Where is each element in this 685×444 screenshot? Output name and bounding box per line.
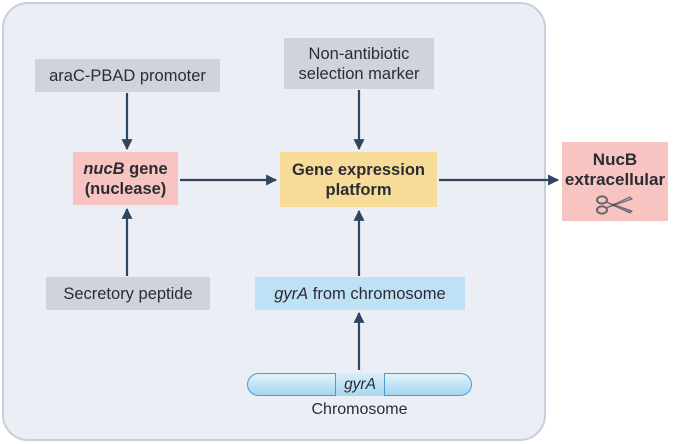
nucb-gene-name: nucB [83,159,125,178]
platform-line1: Gene expression [292,160,425,179]
nucb-gene-line1: nucB gene [83,159,167,179]
gyra-chromosome-segment: gyrA [335,373,385,396]
output-line2: extracellular [564,170,666,189]
chromosome-label: Chromosome [311,401,408,418]
promoter-box: araC-PBAD promoter [35,59,220,92]
selection-marker-line2: selection marker [298,64,420,83]
gyra-from-chromosome-box: gyrA from chromosome [255,277,465,310]
gyra-suffix: from chromosome [308,284,446,303]
platform-line2: platform [325,180,392,199]
selection-marker-box: Non-antibiotic selection marker [284,38,434,89]
nucb-gene-suffix: gene [124,159,168,178]
scissors-icon [596,195,633,215]
secretory-peptide-label: Secretory peptide [63,284,193,303]
gene-expression-platform-box: Gene expression platform [280,152,437,207]
nucb-gene-line2: (nuclease) [84,179,167,198]
output-line1: NucB [592,150,638,169]
nucb-extracellular-box: NucB extracellular [562,142,668,221]
gyra-gene-name: gyrA [274,284,309,303]
nucb-gene-box: nucB gene (nuclease) [73,152,178,205]
secretory-peptide-box: Secretory peptide [46,277,210,310]
selection-marker-line1: Non-antibiotic [308,44,410,63]
gyra-from-chromosome-label: gyrA from chromosome [274,284,445,304]
promoter-label: araC-PBAD promoter [49,66,206,85]
